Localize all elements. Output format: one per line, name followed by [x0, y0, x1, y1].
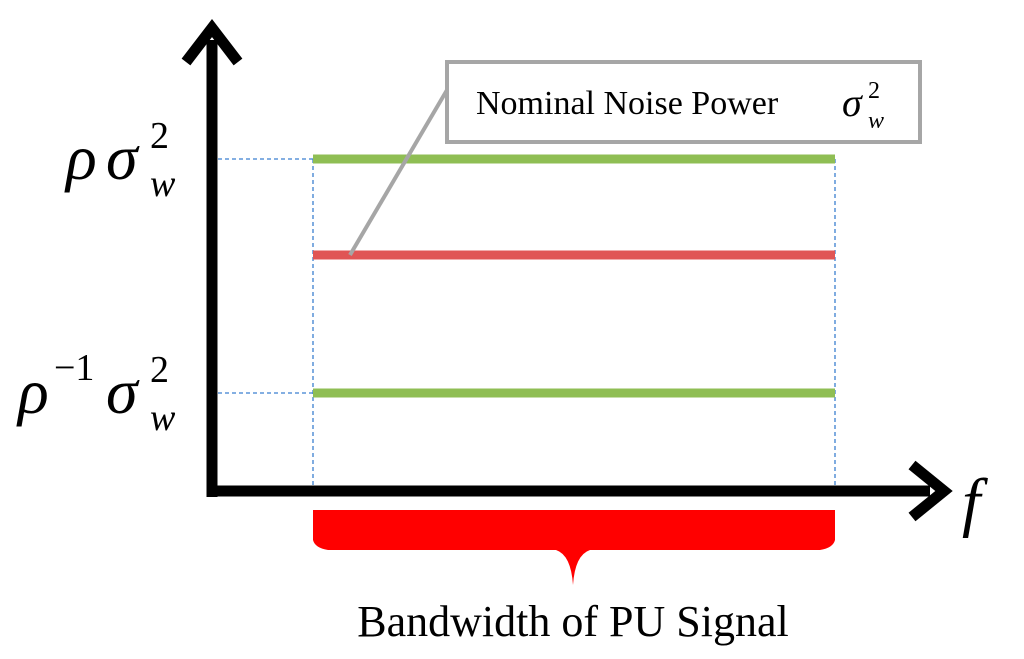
upper-level-sub: w	[150, 163, 176, 205]
lower-level-coef-sup: −1	[54, 347, 94, 389]
upper-level-coef: ρ	[64, 122, 97, 193]
callout-sub: w	[868, 108, 884, 134]
callout-box	[445, 60, 922, 144]
callout-text: Nominal Noise Power	[476, 85, 779, 122]
lower-level-label: ρ −1 σ 2 w	[16, 347, 176, 439]
callout-sup: 2	[868, 78, 880, 104]
y-axis-arrowhead	[181, 18, 243, 66]
upper-level-label: ρ σ 2 w	[64, 115, 176, 205]
upper-level-sup: 2	[150, 115, 169, 157]
callout-leader-line	[348, 88, 449, 257]
upper-level-sigma: σ	[106, 122, 140, 193]
axes	[206, 40, 930, 497]
lower-level-sup: 2	[150, 349, 169, 391]
x-axis-arrowhead	[908, 460, 953, 522]
bandwidth-brace	[313, 510, 835, 585]
bandwidth-label: Bandwidth of PU Signal	[357, 597, 788, 646]
lower-level-sigma: σ	[106, 356, 140, 427]
lower-level-sub: w	[150, 397, 176, 439]
guide-lines	[218, 158, 836, 492]
callout-sigma: σ	[842, 80, 863, 125]
lower-level-coef: ρ	[16, 356, 49, 427]
nominal-noise-callout: Nominal Noise Power σ 2 w	[348, 60, 922, 257]
x-axis-label: f	[962, 466, 988, 539]
